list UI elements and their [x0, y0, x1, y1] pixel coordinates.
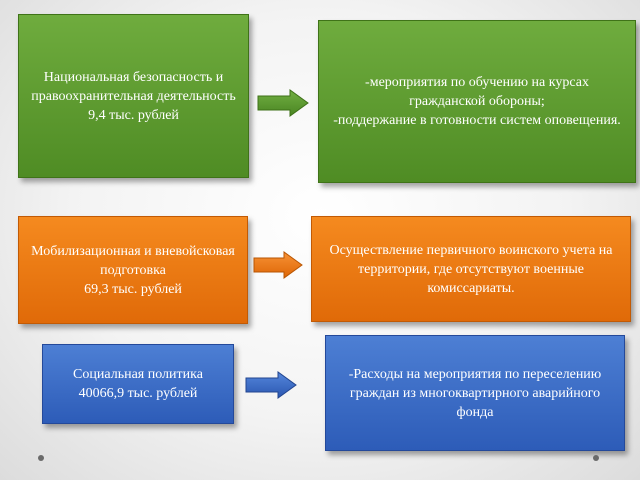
slide-dot-left [38, 455, 44, 461]
social-policy-box: Социальная политика 40066,9 тыс. рублей [42, 344, 234, 424]
national-security-box: Национальная безопасность и правоохранит… [18, 14, 249, 178]
right-arrow-icon [245, 371, 297, 399]
mobilization-box: Мобилизационная и вневойсковая подготовк… [18, 216, 248, 324]
civil-defense-measures-box: -мероприятия по обучению на курсах гражд… [318, 20, 636, 183]
slide-dot-right [593, 455, 599, 461]
right-arrow-icon [257, 89, 309, 117]
right-arrow-icon [253, 251, 303, 279]
resettlement-box: -Расходы на мероприятия по переселению г… [325, 335, 625, 451]
military-registration-box: Осуществление первичного воинского учета… [311, 216, 631, 322]
